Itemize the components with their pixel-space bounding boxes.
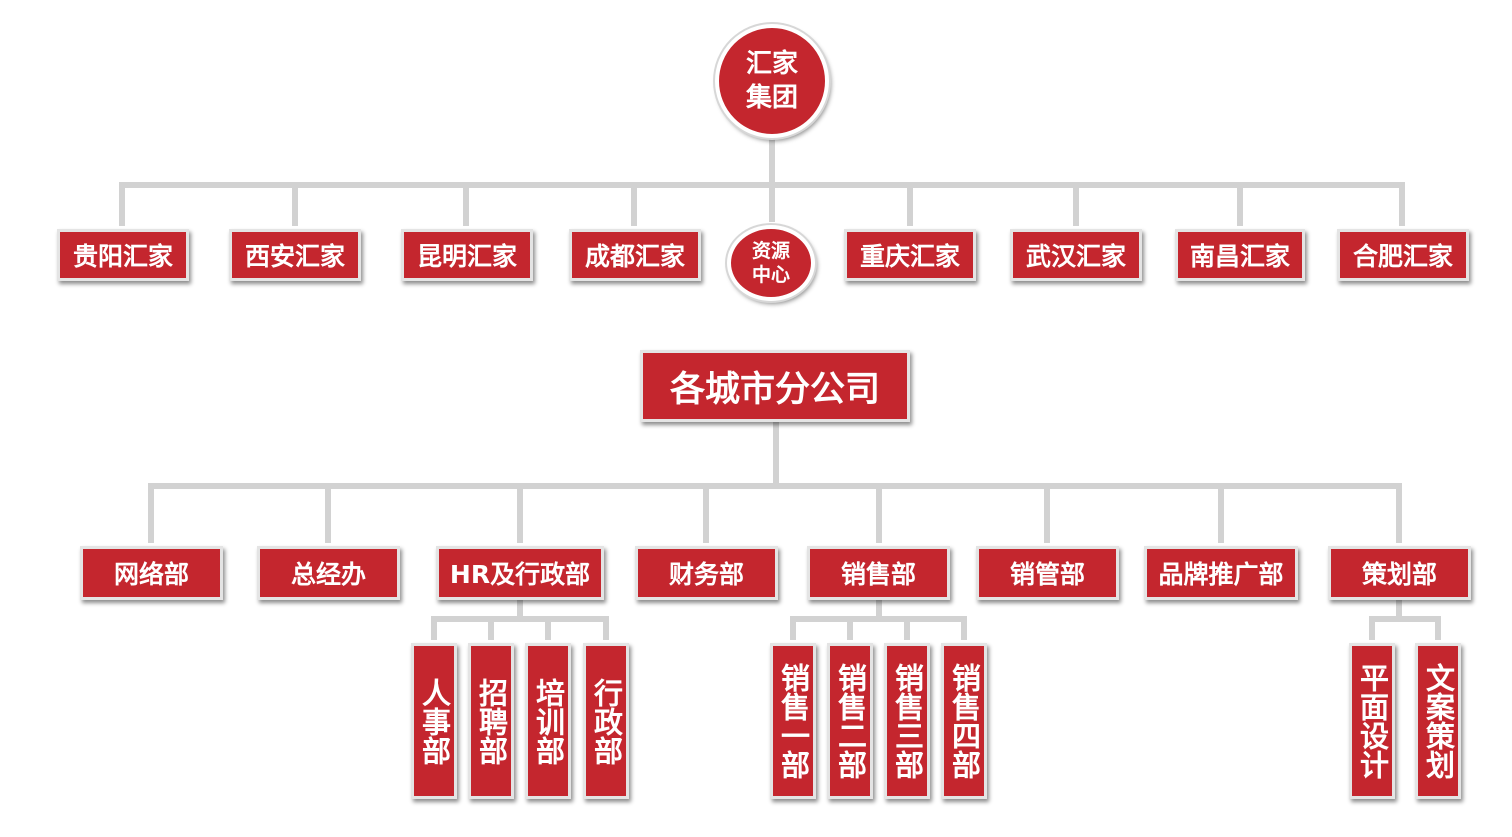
sub-label: 平面设计 bbox=[1355, 663, 1390, 779]
sub-label: 销售二部 bbox=[833, 663, 868, 779]
dept-node-general-office: 总经办 bbox=[257, 546, 400, 600]
dept-node-network: 网络部 bbox=[80, 546, 223, 600]
city-node-chongqing: 重庆汇家 bbox=[844, 229, 976, 281]
city-label: 西安汇家 bbox=[244, 242, 345, 271]
sub-node-sales-1: 销售一部 bbox=[770, 643, 816, 799]
dept-label: HR及行政部 bbox=[449, 560, 591, 589]
branch-node-city-branches: 各城市分公司 bbox=[640, 350, 910, 422]
sub-label: 行政部 bbox=[589, 677, 624, 765]
sub-node-copywriting: 文案策划 bbox=[1415, 643, 1461, 799]
city-label: 南昌汇家 bbox=[1189, 242, 1290, 271]
city-label: 武汉汇家 bbox=[1025, 242, 1126, 271]
branch-label: 各城市分公司 bbox=[669, 369, 880, 410]
dept-label: 网络部 bbox=[113, 560, 189, 589]
root-label-line2: 集团 bbox=[745, 83, 798, 113]
city-node-chengdu: 成都汇家 bbox=[569, 229, 701, 281]
sub-node-graphic-design: 平面设计 bbox=[1349, 643, 1395, 799]
root-node-huijia-group: 汇家 集团 bbox=[715, 24, 829, 138]
sub-label: 人事部 bbox=[417, 677, 452, 765]
sub-label: 销售一部 bbox=[776, 663, 811, 779]
sub-node-training: 培训部 bbox=[525, 643, 571, 799]
dept-label: 财务部 bbox=[668, 560, 744, 589]
sub-label: 文案策划 bbox=[1421, 663, 1456, 779]
city-label: 昆明汇家 bbox=[416, 242, 517, 271]
city-label: 重庆汇家 bbox=[859, 242, 960, 271]
dept-node-brand-promotion: 品牌推广部 bbox=[1144, 546, 1298, 600]
city-label: 贵阳汇家 bbox=[72, 242, 173, 271]
dept-label: 品牌推广部 bbox=[1158, 560, 1284, 589]
sub-node-recruitment: 招聘部 bbox=[468, 643, 514, 799]
hub-label-line2: 中心 bbox=[751, 264, 790, 286]
city-label: 成都汇家 bbox=[584, 242, 685, 271]
sub-node-sales-3: 销售三部 bbox=[884, 643, 930, 799]
sub-node-personnel: 人事部 bbox=[411, 643, 457, 799]
hub-label-line1: 资源 bbox=[751, 240, 790, 262]
sub-label: 招聘部 bbox=[474, 677, 509, 765]
sub-node-sales-2: 销售二部 bbox=[827, 643, 873, 799]
sub-label: 销售四部 bbox=[947, 663, 982, 779]
dept-node-finance: 财务部 bbox=[635, 546, 778, 600]
hub-node-resource-center: 资源 中心 bbox=[727, 225, 815, 301]
dept-label: 策划部 bbox=[1361, 560, 1437, 589]
city-node-nanchang: 南昌汇家 bbox=[1175, 229, 1305, 281]
dept-node-planning: 策划部 bbox=[1328, 546, 1471, 600]
dept-label: 销售部 bbox=[840, 560, 916, 589]
dept-node-sales: 销售部 bbox=[807, 546, 950, 600]
dept-node-hr-admin: HR及行政部 bbox=[436, 546, 604, 600]
sub-label: 培训部 bbox=[531, 677, 566, 765]
sub-node-sales-4: 销售四部 bbox=[941, 643, 987, 799]
city-node-guiyang: 贵阳汇家 bbox=[57, 229, 189, 281]
dept-label: 总经办 bbox=[290, 560, 366, 589]
city-label: 合肥汇家 bbox=[1352, 242, 1453, 271]
dept-node-sales-management: 销管部 bbox=[976, 546, 1119, 600]
sub-label: 销售三部 bbox=[890, 663, 925, 779]
city-node-wuhan: 武汉汇家 bbox=[1010, 229, 1142, 281]
dept-label: 销管部 bbox=[1009, 560, 1085, 589]
city-node-hefei: 合肥汇家 bbox=[1337, 229, 1469, 281]
root-label-line1: 汇家 bbox=[745, 49, 798, 79]
city-node-kunming: 昆明汇家 bbox=[401, 229, 533, 281]
sub-node-administration: 行政部 bbox=[583, 643, 629, 799]
city-node-xian: 西安汇家 bbox=[229, 229, 361, 281]
